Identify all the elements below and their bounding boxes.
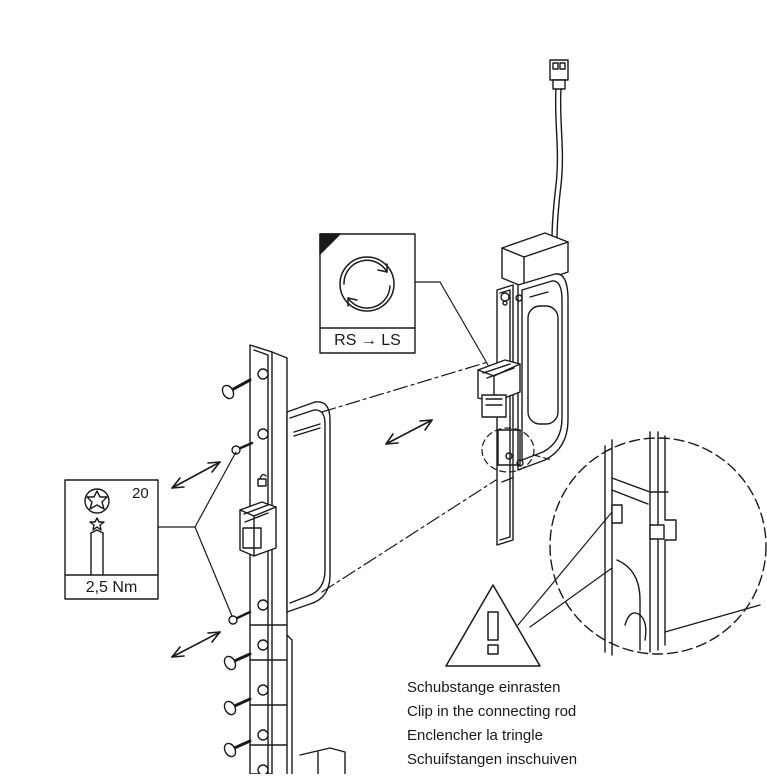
leader-lines — [157, 281, 613, 628]
torx-size-label: 20 — [132, 485, 149, 502]
cable-connector — [549, 59, 569, 241]
motor-lock — [477, 232, 569, 546]
detail-callout — [481, 427, 767, 656]
direction-change-label: RS → LS — [334, 332, 401, 349]
torque-label: 2,5 Nm — [85, 579, 138, 596]
alignment-lines — [321, 361, 497, 593]
instruction-nl: Schuifstangen inschuiven — [407, 751, 578, 768]
torx-bit-icon — [84, 488, 110, 576]
instruction-de: Schubstange einrasten — [407, 679, 561, 696]
warning-triangle-icon — [445, 584, 541, 667]
instruction-fr: Enclencher la tringle — [407, 727, 543, 744]
rotation-arrows-icon — [339, 256, 395, 312]
screws — [221, 378, 254, 758]
double-arrows — [171, 419, 433, 658]
instruction-en: Clip in the connecting rod — [407, 703, 577, 720]
torx-callout — [64, 479, 159, 600]
direction-change-callout — [319, 233, 416, 354]
main-lock — [239, 344, 346, 776]
